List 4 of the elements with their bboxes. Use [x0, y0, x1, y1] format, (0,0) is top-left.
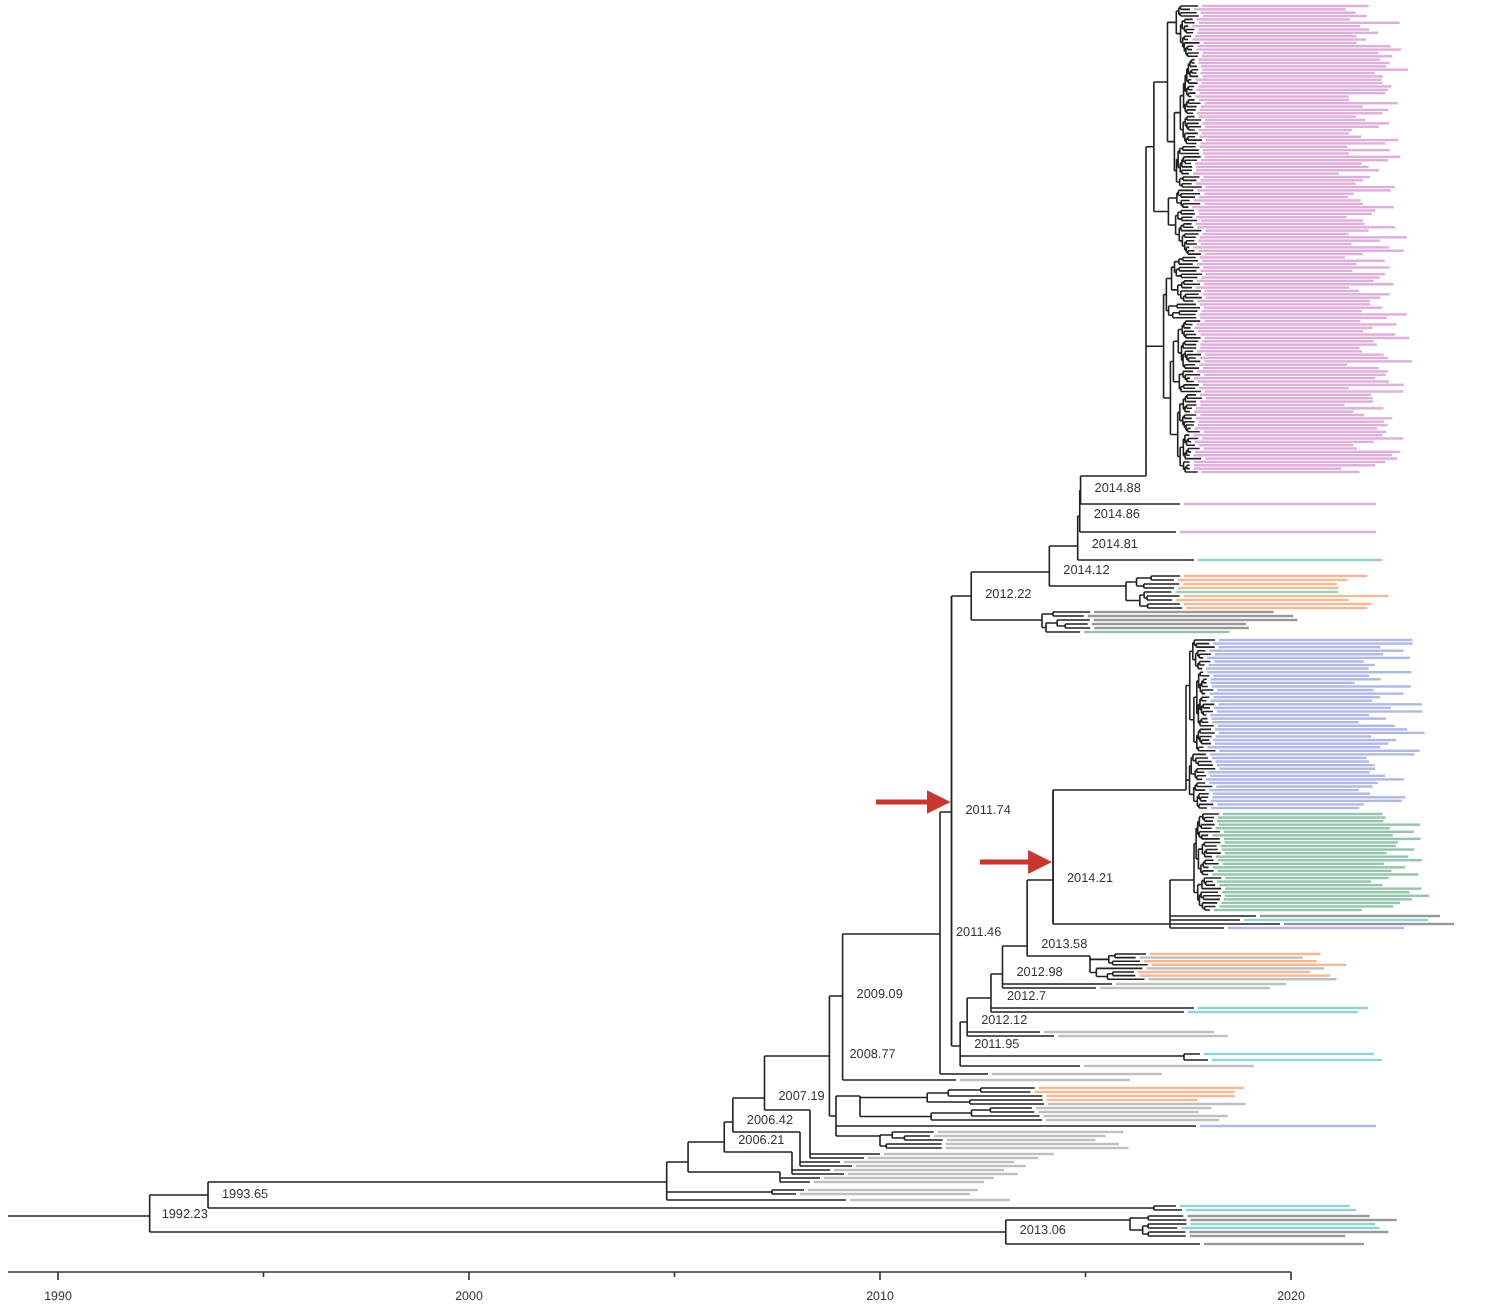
clade-branch-line — [950, 596, 953, 1046]
arrow — [876, 790, 951, 814]
clade-branch-line — [1052, 790, 1054, 924]
arrow — [980, 850, 1053, 874]
